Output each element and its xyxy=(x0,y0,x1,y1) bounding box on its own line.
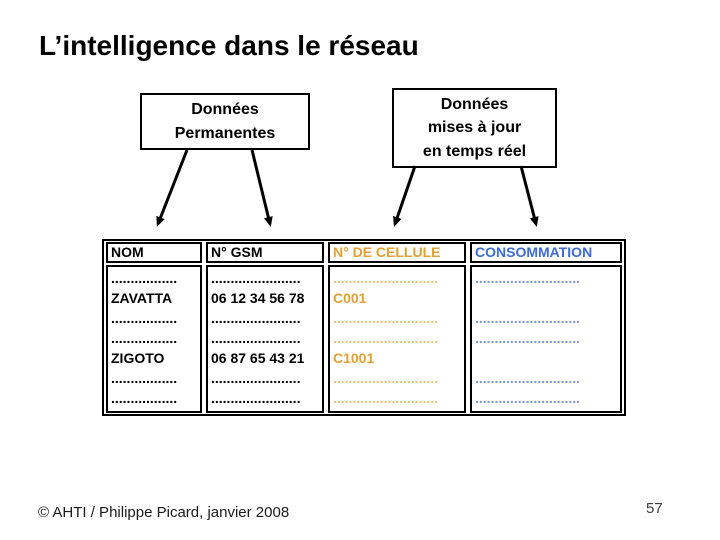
box-line: Permanentes xyxy=(174,124,276,142)
dotted-placeholder: ....................... xyxy=(211,390,301,406)
slide-title: L’intelligence dans le réseau xyxy=(39,30,419,61)
permanent-data-box: Données Permanentes xyxy=(140,93,310,150)
table-column-cellule: N° DE CELLULE ..........................… xyxy=(328,242,466,413)
dotted-placeholder: ........................... xyxy=(333,270,439,286)
dotted-placeholder: ........................... xyxy=(475,330,581,346)
box-line: en temps réel xyxy=(422,142,527,160)
dotted-placeholder: ................. xyxy=(111,330,178,346)
arrow-realtime-to-consommation xyxy=(519,165,539,227)
column-header-cellule: N° DE CELLULE xyxy=(328,242,466,263)
table-cell xyxy=(475,348,617,368)
column-body-nom: ................. ZAVATTA................… xyxy=(106,265,202,413)
arrow-realtime-to-cellule xyxy=(393,165,417,227)
table-column-nom: NOM ................. ZAVATTA............… xyxy=(106,242,202,413)
arrow-permanent-to-gsm xyxy=(250,149,273,227)
box-line: Données xyxy=(440,96,509,114)
column-header-consommation: CONSOMMATION xyxy=(470,242,622,263)
column-body-gsm: ....................... 06 12 34 56 78...… xyxy=(206,265,324,413)
dotted-placeholder: ........................... xyxy=(333,370,439,386)
table-cell: 06 87 65 43 21 xyxy=(211,350,305,366)
dotted-placeholder: ........................... xyxy=(475,270,581,286)
table-cell: ZAVATTA xyxy=(111,290,173,306)
table-cell: 06 12 34 56 78 xyxy=(211,290,305,306)
dotted-placeholder: ........................... xyxy=(333,310,439,326)
table-cell: ZIGOTO xyxy=(111,350,165,366)
subscriber-table: NOM ................. ZAVATTA............… xyxy=(102,239,626,416)
dotted-placeholder: ................. xyxy=(111,310,178,326)
dotted-placeholder: ........................... xyxy=(333,390,439,406)
dotted-placeholder: ................. xyxy=(111,370,178,386)
table-column-consommation: CONSOMMATION ...........................… xyxy=(470,242,622,413)
realtime-data-box: Données mises à jour en temps réel xyxy=(392,88,557,168)
box-line: mises à jour xyxy=(427,119,522,137)
dotted-placeholder: ........................... xyxy=(475,310,581,326)
table-cell: C001 xyxy=(333,290,367,306)
dotted-placeholder: ........................... xyxy=(475,370,581,386)
page-number: 57 xyxy=(646,500,663,517)
column-body-cellule: ........................... C001.........… xyxy=(328,265,466,413)
column-header-gsm: N° GSM xyxy=(206,242,324,263)
box-line: Données xyxy=(191,101,259,119)
table-cell: C1001 xyxy=(333,350,375,366)
dotted-placeholder: ........................... xyxy=(475,390,581,406)
column-body-consommation: ........................................… xyxy=(470,265,622,413)
slide-footer: © AHTI / Philippe Picard, janvier 2008 xyxy=(38,504,290,521)
dotted-placeholder: ....................... xyxy=(211,370,301,386)
dotted-placeholder: ....................... xyxy=(211,310,301,326)
dotted-placeholder: ................. xyxy=(111,390,178,406)
dotted-placeholder: ................. xyxy=(111,270,178,286)
dotted-placeholder: ....................... xyxy=(211,270,301,286)
table-cell xyxy=(475,288,617,308)
dotted-placeholder: ....................... xyxy=(211,330,301,346)
dotted-placeholder: ........................... xyxy=(333,330,439,346)
table-column-gsm: N° GSM ....................... 06 12 34 5… xyxy=(206,242,324,413)
arrow-permanent-to-nom xyxy=(156,149,189,227)
column-header-nom: NOM xyxy=(106,242,202,263)
